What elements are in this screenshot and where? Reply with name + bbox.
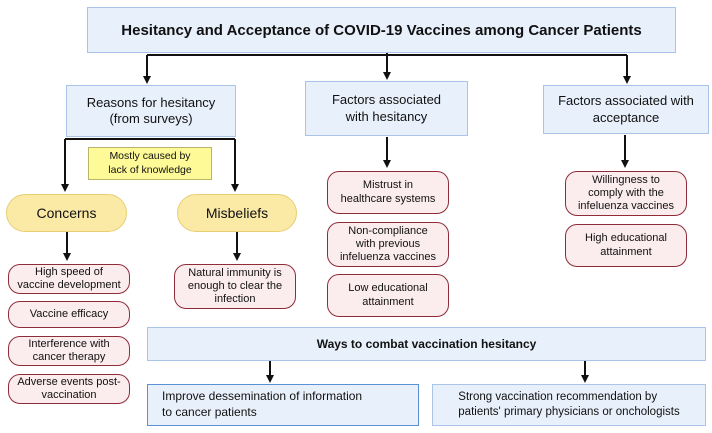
acceptance-factor-text: Willingness to comply with the infeluenz… [577, 173, 674, 213]
misbeliefs-node: Misbeliefs [177, 194, 297, 232]
misbelief-item: Natural immunity is enough to clear the … [174, 264, 296, 309]
concerns-node: Concerns [6, 194, 127, 232]
factors-acceptance-header: Factors associated with acceptance [543, 85, 709, 134]
concern-item: Adverse events post- vaccination [8, 374, 130, 404]
factors-hesitancy-header: Factors associated with hesitancy [305, 81, 468, 136]
ways-header-text: Ways to combat vaccination hesitancy [316, 337, 537, 351]
ways-item-information: Improve dessemination of information to … [147, 384, 419, 426]
ways-item-text: Strong vaccination recommendation by pat… [458, 391, 680, 418]
concern-item-text: Adverse events post- vaccination [17, 375, 121, 401]
concern-item: Vaccine efficacy [8, 301, 130, 328]
concern-item-text: Interference with cancer therapy [28, 337, 110, 363]
concern-item: Interference with cancer therapy [8, 336, 130, 366]
knowledge-note: Mostly caused by lack of knowledge [88, 147, 212, 180]
misbelief-item-text: Natural immunity is enough to clear the … [187, 266, 283, 306]
concerns-label: Concerns [36, 205, 97, 221]
acceptance-factor-item: High educational attainment [565, 224, 687, 267]
hesitancy-factor-item: Low educational attainment [327, 274, 449, 317]
hesitancy-factor-text: Non-compliance with previous infeluenza … [339, 224, 436, 264]
diagram-title-text: Hesitancy and Acceptance of COVID-19 Vac… [121, 21, 642, 39]
misbeliefs-label: Misbeliefs [205, 205, 269, 221]
acceptance-factor-text: High educational attainment [585, 232, 667, 258]
knowledge-note-text: Mostly caused by lack of knowledge [108, 150, 192, 176]
diagram-title: Hesitancy and Acceptance of COVID-19 Vac… [87, 7, 676, 53]
hesitancy-factor-item: Non-compliance with previous infeluenza … [327, 222, 449, 267]
factors-acceptance-header-text: Factors associated with acceptance [558, 93, 694, 125]
acceptance-factor-item: Willingness to comply with the infeluenz… [565, 171, 687, 216]
reasons-header: Reasons for hesitancy (from surveys) [66, 85, 236, 137]
reasons-header-text: Reasons for hesitancy (from surveys) [86, 94, 216, 126]
hesitancy-factor-text: Low educational attainment [348, 282, 428, 308]
concern-item-text: High speed of vaccine development [17, 265, 121, 291]
ways-header: Ways to combat vaccination hesitancy [147, 327, 706, 361]
concern-item-text: Vaccine efficacy [29, 307, 109, 320]
factors-hesitancy-header-text: Factors associated with hesitancy [331, 92, 442, 124]
ways-item-recommendation: Strong vaccination recommendation by pat… [432, 384, 706, 426]
ways-item-text: Improve dessemination of information to … [162, 389, 363, 419]
hesitancy-factor-item: Mistrust in healthcare systems [327, 171, 449, 214]
concern-item: High speed of vaccine development [8, 264, 130, 294]
hesitancy-factor-text: Mistrust in healthcare systems [340, 179, 436, 205]
